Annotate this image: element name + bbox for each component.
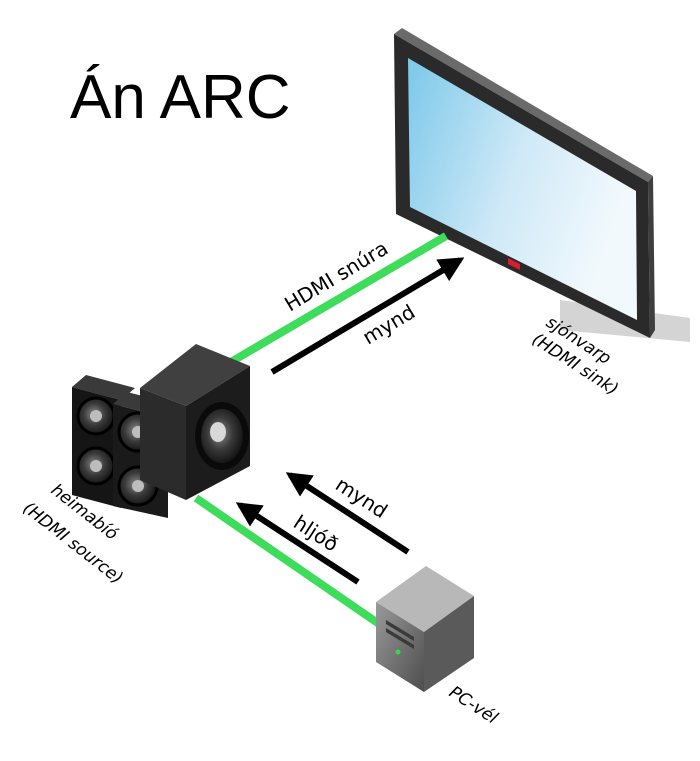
arrow-label-video-from-pc: mynd (331, 472, 392, 523)
hdmi-cable-tv (221, 232, 449, 370)
diagram-title: Án ARC (70, 63, 291, 132)
hdmi-cables (193, 232, 449, 630)
signal-arrows (235, 257, 465, 585)
pc-label: PC-vél (445, 682, 501, 728)
hdmi-cable-pc (193, 494, 385, 630)
arrow-audio-from-pc (235, 502, 360, 585)
arrow-video-to-tv (270, 257, 465, 375)
tv-icon (394, 28, 655, 338)
pc-icon (376, 566, 474, 692)
home-theater-icon (72, 344, 250, 518)
arrow-video-from-pc (285, 472, 410, 555)
arrow-label-video-to-tv: mynd (358, 300, 419, 350)
arrow-label-audio-from-pc: hljóð (289, 510, 343, 556)
